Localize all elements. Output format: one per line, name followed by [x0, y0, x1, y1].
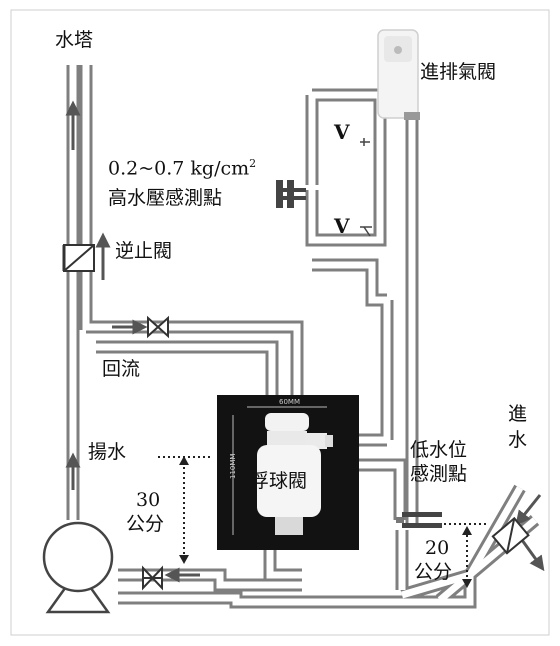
- pressure-sensor: [276, 180, 306, 208]
- tower-outlet: [63, 55, 93, 65]
- pumping-label: 揚水: [88, 441, 127, 463]
- dist-20-unit: 公分: [414, 561, 453, 583]
- pressure-range-label: 0.2~0.7 kg/cm2: [108, 157, 257, 180]
- flow-arrows: [65, 100, 545, 583]
- v-upper-label: V: [334, 120, 350, 144]
- inlet-valve-symbol: [491, 516, 530, 555]
- return-valve-symbol: [147, 315, 169, 339]
- dimension-30: [158, 456, 210, 558]
- low-level-label-1: 低水位: [410, 439, 468, 461]
- pressure-range-text: 0.2~0.7 kg/cm: [108, 157, 250, 180]
- pipes-inner: [69, 62, 538, 606]
- inlet-label-2: 水: [508, 429, 528, 451]
- return-flow-label: 回流: [102, 358, 141, 380]
- dist-30-value: 30: [136, 489, 161, 511]
- pressure-range-sup: 2: [249, 157, 257, 170]
- dist-30-unit: 公分: [126, 513, 165, 535]
- v-lower-label: V: [334, 214, 350, 238]
- low-level-label-2: 感測點: [410, 463, 468, 485]
- pump-symbol: [42, 521, 114, 614]
- suction-valve-symbol: [142, 565, 163, 591]
- dimension-20: [444, 523, 488, 582]
- photo-width-label: 60MM: [279, 398, 300, 406]
- float-valve-label: 浮球閥: [250, 470, 308, 492]
- v-level-marks: [360, 138, 372, 237]
- vent-valve-label: 進排氣閥: [420, 61, 497, 83]
- check-valve-label: 逆止閥: [115, 240, 173, 262]
- inlet-label-1: 進: [508, 403, 528, 425]
- vent-valve-device: [377, 29, 420, 120]
- water-tower-label: 水塔: [55, 29, 94, 51]
- high-pressure-point-label: 高水壓感測點: [108, 187, 223, 209]
- dist-20-value: 20: [425, 537, 450, 559]
- frame-border: [10, 9, 550, 636]
- photo-height-label: 110MM: [229, 454, 237, 479]
- float-valve-photo: 60MM 110MM: [217, 395, 359, 550]
- low-level-sensor: [396, 512, 442, 528]
- check-valve-symbol: [62, 244, 95, 272]
